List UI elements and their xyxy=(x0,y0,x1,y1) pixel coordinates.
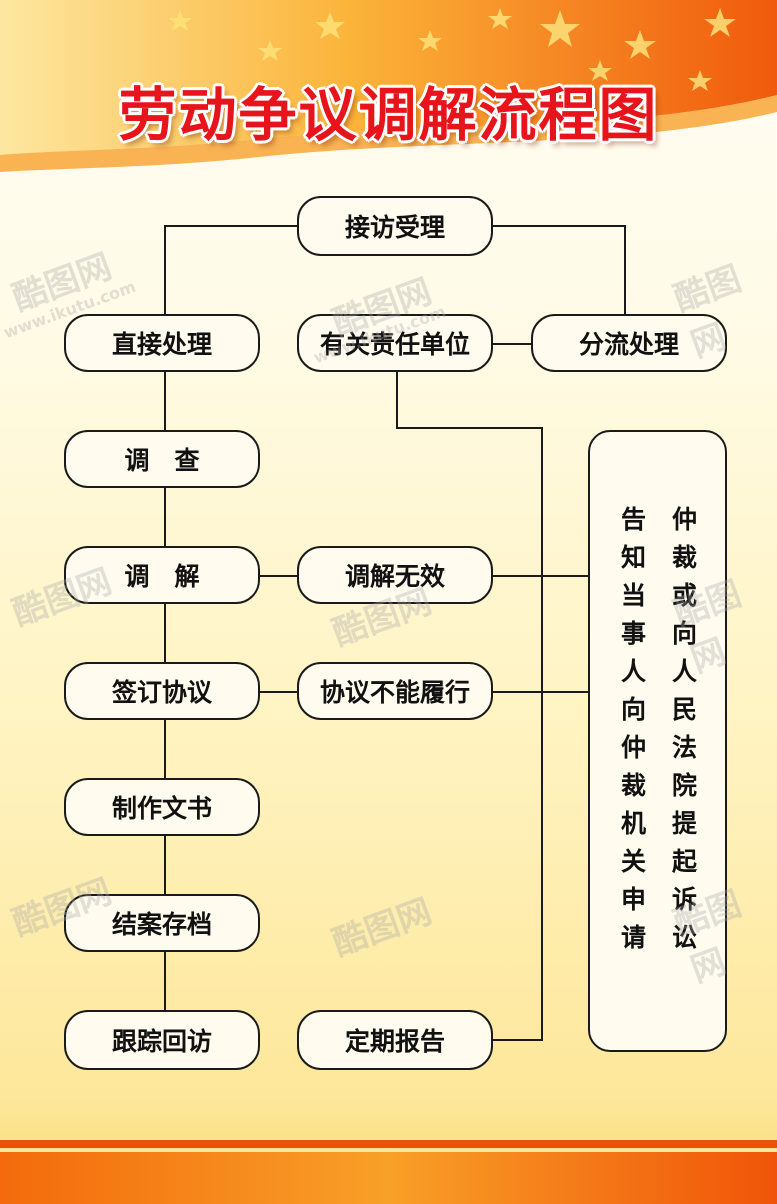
node-close-archive: 结案存档 xyxy=(64,894,260,952)
node-related-unit: 有关责任单位 xyxy=(297,314,493,372)
notice-text-column-2: 仲裁或向人民法院提起诉讼 xyxy=(668,506,698,962)
node-sign-agreement: 签订协议 xyxy=(64,662,260,720)
top-banner xyxy=(0,0,777,172)
page-title: 劳动争议调解流程图 xyxy=(118,81,659,149)
node-divert-handling: 分流处理 xyxy=(531,314,727,372)
node-agreement-unfulfilled: 协议不能履行 xyxy=(297,662,493,720)
node-make-document: 制作文书 xyxy=(64,778,260,836)
node-direct-handling: 直接处理 xyxy=(64,314,260,372)
notice-text-column-1: 告知当事人向仲裁机关申请 xyxy=(617,506,647,962)
node-regular-report: 定期报告 xyxy=(297,1010,493,1070)
node-notice: 告知当事人向仲裁机关申请 仲裁或向人民法院提起诉讼 xyxy=(588,430,727,1052)
node-investigate: 调 查 xyxy=(64,430,260,488)
node-mediate: 调 解 xyxy=(64,546,260,604)
star-decorations xyxy=(168,8,736,91)
bottom-band xyxy=(0,1140,777,1204)
node-follow-up: 跟踪回访 xyxy=(64,1010,260,1070)
node-accept: 接访受理 xyxy=(297,196,493,256)
node-mediation-invalid: 调解无效 xyxy=(297,546,493,604)
